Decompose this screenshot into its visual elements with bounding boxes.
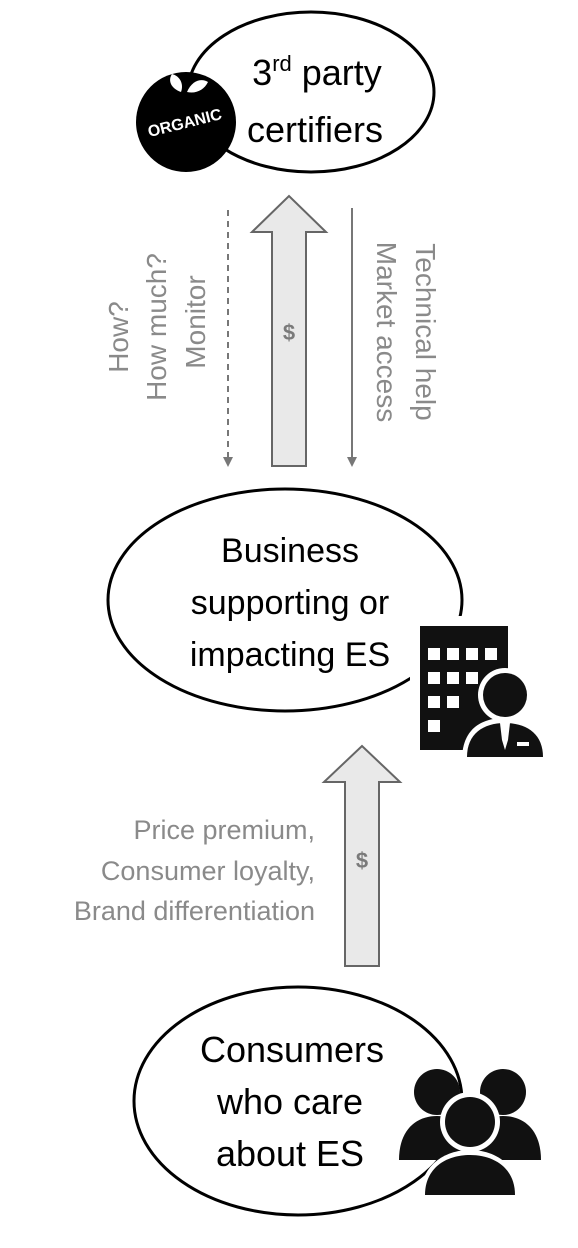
certifiers-label-line2: certifiers	[247, 109, 383, 150]
business-label-line2: supporting or	[191, 584, 389, 622]
benefit-consumer-loyalty: Consumer loyalty,	[101, 856, 315, 886]
services-labels: Technical help Market access	[371, 242, 441, 423]
money-arrow-to-business	[321, 744, 403, 967]
benefit-price-premium: Price premium,	[133, 815, 315, 845]
service-technical-help: Technical help	[410, 243, 441, 420]
money-symbol-upper: $	[283, 320, 295, 345]
organic-badge-icon: ORGANIC	[136, 72, 236, 172]
questions-labels: How? How much? Monitor	[103, 253, 211, 401]
business-ellipse	[106, 487, 464, 713]
money-symbol-lower: $	[356, 848, 368, 873]
service-market-access: Market access	[371, 242, 402, 423]
consumers-label-line2: who care	[216, 1081, 363, 1122]
benefits-labels: Price premium, Consumer loyalty, Brand d…	[74, 815, 315, 926]
business-building-icon	[410, 616, 550, 766]
business-label-line1: Business	[221, 532, 359, 570]
certifiers-label-line1: 3rd party	[252, 51, 382, 93]
consumers-group-icon	[399, 1069, 541, 1198]
consumers-label-line3: about ES	[216, 1133, 364, 1174]
question-how-much: How much?	[141, 253, 172, 401]
consumers-label-line1: Consumers	[200, 1029, 384, 1070]
question-monitor: Monitor	[180, 275, 211, 368]
money-arrow-to-certifiers	[249, 194, 329, 467]
benefit-brand-differentiation: Brand differentiation	[74, 896, 315, 926]
business-label-line3: impacting ES	[190, 636, 390, 674]
question-how: How?	[103, 301, 134, 373]
